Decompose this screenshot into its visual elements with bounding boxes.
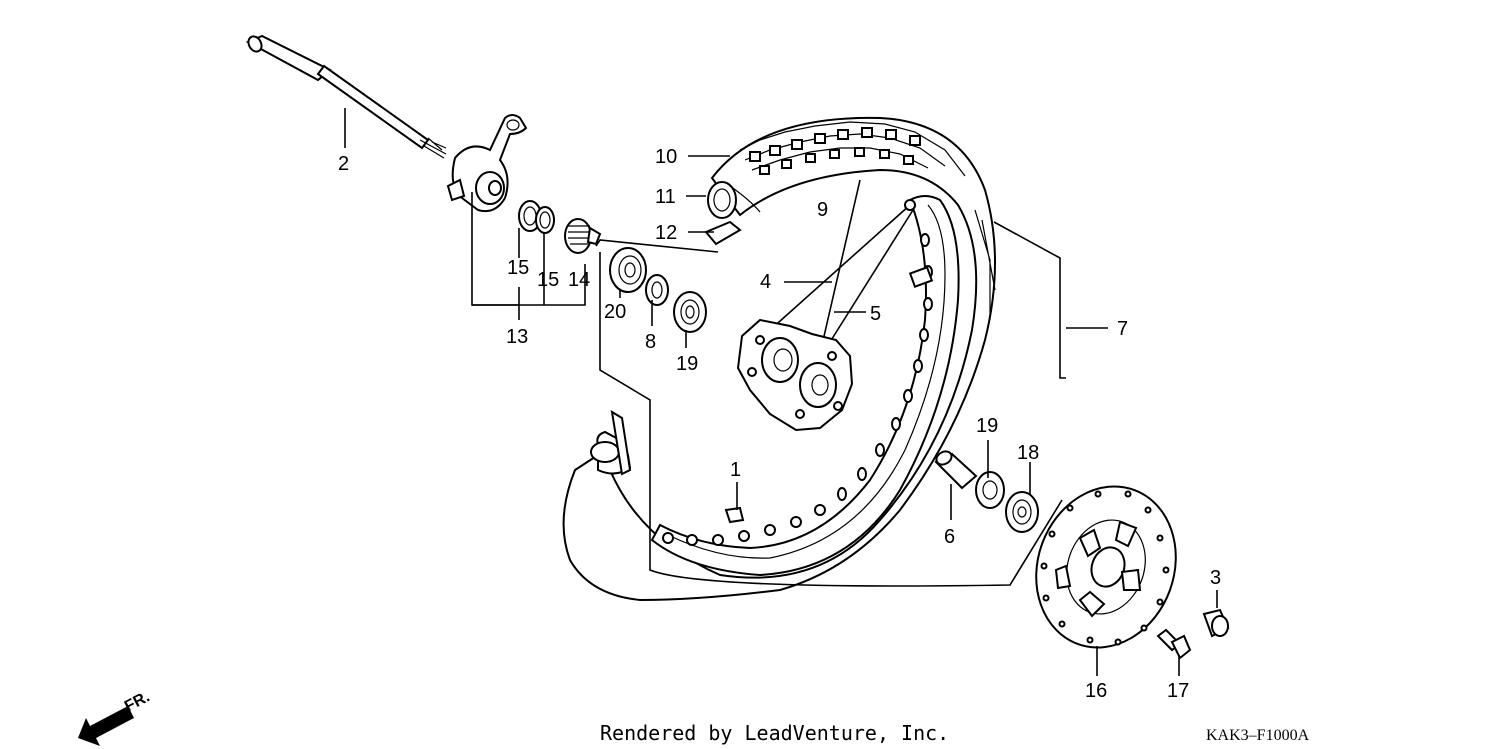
bearing-18-drawing[interactable] bbox=[1005, 491, 1039, 533]
front-arrow-icon bbox=[78, 706, 134, 746]
tube-drawing[interactable] bbox=[707, 181, 761, 219]
callout-13[interactable]: 13 bbox=[506, 326, 528, 348]
speedometer-gearbox-drawing[interactable] bbox=[446, 114, 528, 213]
rim-drawing[interactable] bbox=[650, 195, 960, 577]
bearing-19-right-drawing[interactable] bbox=[975, 471, 1005, 509]
valve-nut-drawing[interactable] bbox=[724, 506, 745, 524]
callout-6[interactable]: 6 bbox=[944, 526, 955, 548]
speedometer-gear-drawing[interactable] bbox=[564, 218, 602, 254]
callout-11[interactable]: 11 bbox=[655, 186, 676, 208]
bearing-20-drawing[interactable] bbox=[609, 247, 647, 293]
callout-8[interactable]: 8 bbox=[645, 331, 656, 353]
callout-20[interactable]: 20 bbox=[604, 301, 626, 323]
tire-drawing[interactable] bbox=[562, 116, 996, 602]
callout-18[interactable]: 18 bbox=[1017, 442, 1039, 464]
callout-labels: 1 2 3 4 5 6 7 8 9 10 11 12 13 14 15 15 1… bbox=[338, 146, 1221, 702]
rim-band-drawing[interactable] bbox=[704, 220, 742, 246]
spokes-drawing[interactable] bbox=[769, 179, 916, 346]
axle-drawing[interactable] bbox=[245, 34, 447, 159]
callout-14[interactable]: 14 bbox=[568, 269, 590, 291]
leader-lines bbox=[344, 108, 1218, 676]
callout-3[interactable]: 3 bbox=[1210, 567, 1221, 589]
callout-19b[interactable]: 19 bbox=[976, 415, 998, 437]
callout-2[interactable]: 2 bbox=[338, 153, 349, 175]
callout-4[interactable]: 4 bbox=[760, 271, 771, 293]
oil-seal-drawing[interactable] bbox=[518, 200, 555, 234]
callout-19a[interactable]: 19 bbox=[676, 353, 698, 375]
side-collar-drawing[interactable] bbox=[934, 449, 978, 490]
disc-bolt-drawing[interactable] bbox=[1156, 628, 1192, 660]
dust-seal-retainer-drawing[interactable] bbox=[645, 274, 669, 306]
hub-drawing[interactable] bbox=[736, 318, 854, 432]
bearing-19-left-drawing[interactable] bbox=[673, 291, 707, 333]
axle-nut-drawing[interactable] bbox=[1202, 608, 1230, 638]
callout-1[interactable]: 1 bbox=[730, 459, 741, 481]
callout-9[interactable]: 9 bbox=[817, 199, 828, 221]
callout-10[interactable]: 10 bbox=[655, 146, 677, 168]
front-direction-marker: FR. bbox=[78, 688, 153, 746]
diagram-code: KAK3–F1000A bbox=[1206, 727, 1310, 744]
callout-15b[interactable]: 15 bbox=[537, 269, 559, 291]
callout-16[interactable]: 16 bbox=[1085, 680, 1107, 702]
callout-15a[interactable]: 15 bbox=[507, 257, 529, 279]
brake-disc-drawing[interactable] bbox=[1014, 467, 1198, 668]
callout-7[interactable]: 7 bbox=[1117, 318, 1128, 340]
callout-17[interactable]: 17 bbox=[1167, 680, 1189, 702]
rendered-by-credit: Rendered by LeadVenture, Inc. bbox=[600, 721, 949, 745]
callout-12[interactable]: 12 bbox=[655, 222, 677, 244]
callout-5[interactable]: 5 bbox=[870, 303, 881, 325]
